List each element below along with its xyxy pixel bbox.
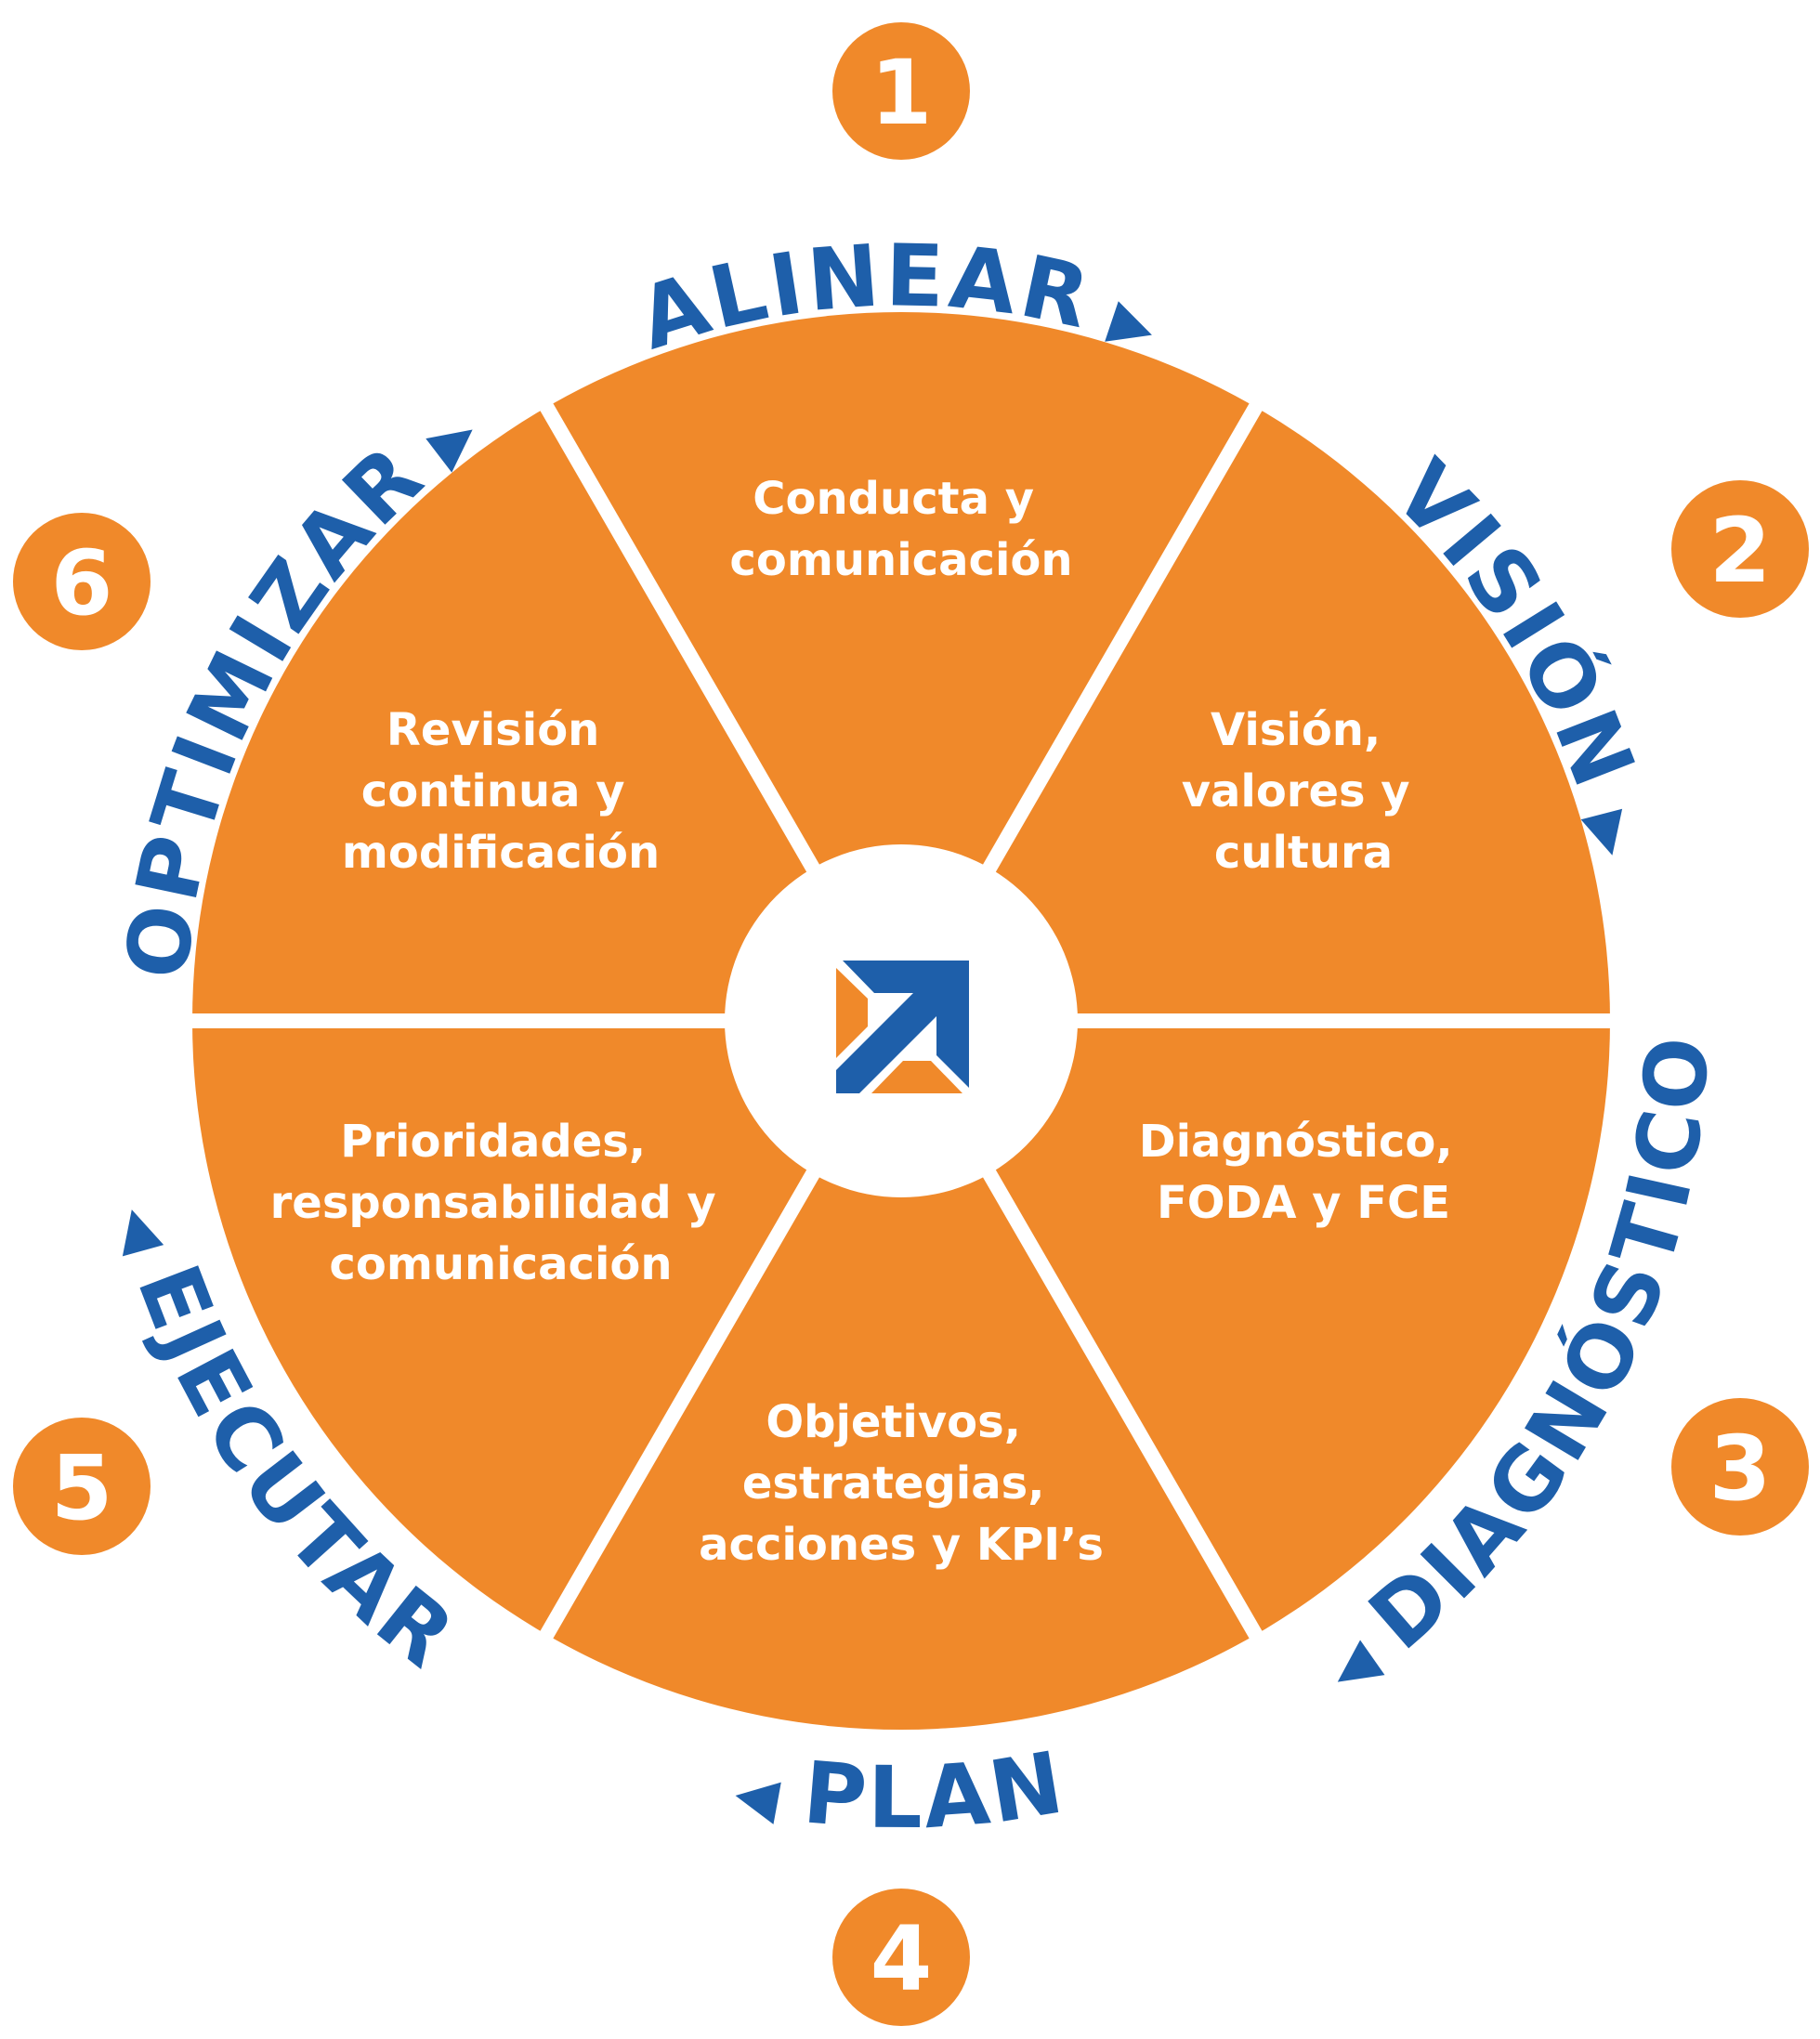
svg-text:1: 1 bbox=[871, 41, 933, 145]
step-badge-6: 6 bbox=[13, 513, 151, 650]
segment-label-6: Revisión continua y modificación bbox=[342, 704, 660, 879]
step-badge-1: 1 bbox=[832, 22, 970, 160]
step-badge-5: 5 bbox=[13, 1418, 151, 1555]
stage-label-plan: ◀ PLAN bbox=[730, 1732, 1073, 1848]
segment-label-4: Objetivos, estrategias, acciones y KPI’s bbox=[699, 1396, 1104, 1571]
triangle-arrow-icon: ◀ bbox=[730, 1759, 808, 1835]
svg-text:3: 3 bbox=[1709, 1417, 1772, 1521]
segment-label-5: Prioridades, responsabilidad y comunicac… bbox=[270, 1116, 732, 1290]
segment-label-3: Diagnóstico, FODA y FCE bbox=[1139, 1116, 1469, 1229]
step-badge-3: 3 bbox=[1671, 1398, 1809, 1536]
arrow-square-logo bbox=[836, 961, 969, 1093]
svg-text:4: 4 bbox=[871, 1907, 933, 2011]
segment-label-2: Visión, valores y cultura bbox=[1182, 704, 1426, 879]
svg-text:6: 6 bbox=[51, 531, 113, 635]
wheel-dividers bbox=[167, 381, 1635, 1661]
step-badge-4: 4 bbox=[832, 1889, 970, 2026]
svg-text:2: 2 bbox=[1709, 499, 1772, 603]
segment-label-1: Conducta y comunicación bbox=[729, 473, 1072, 586]
step-badge-2: 2 bbox=[1671, 480, 1809, 618]
svg-text:5: 5 bbox=[51, 1436, 113, 1540]
